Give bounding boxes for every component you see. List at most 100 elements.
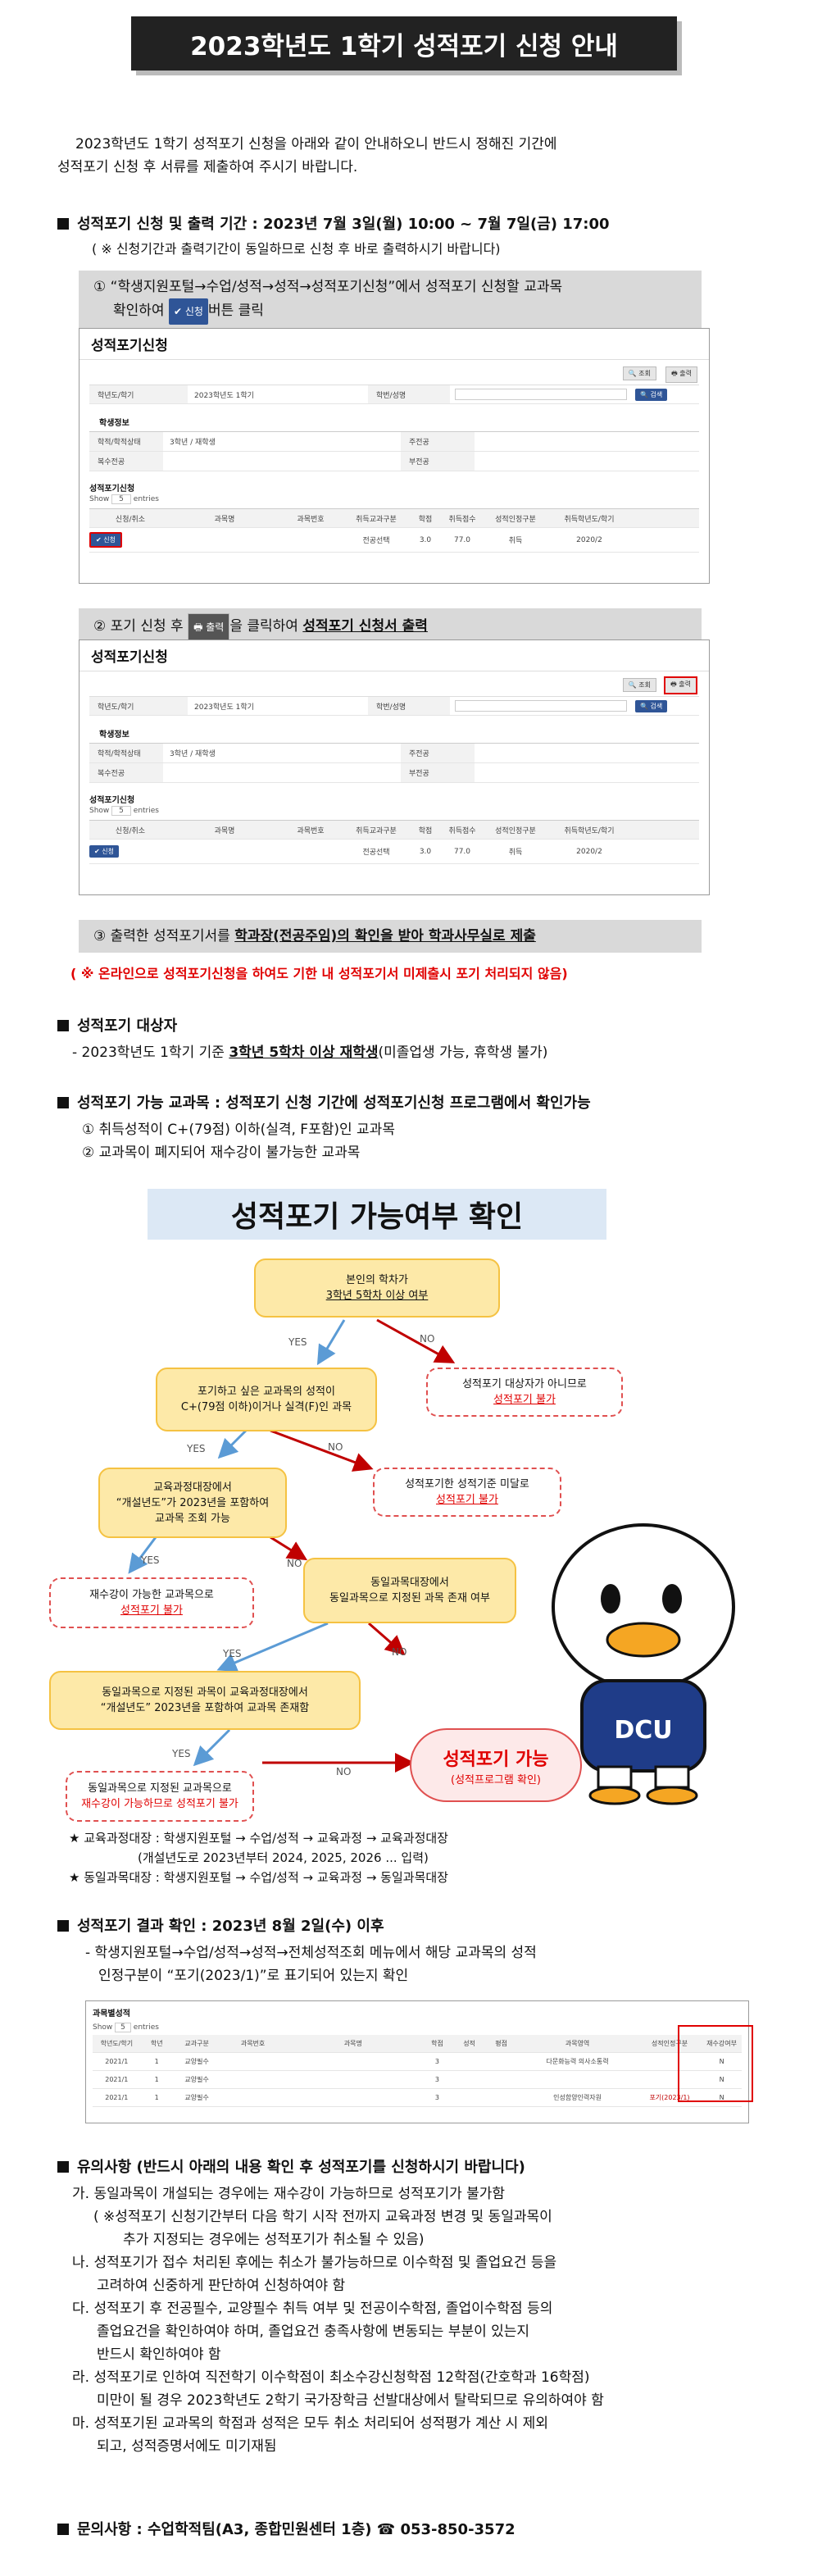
section-result-title: 성적포기 결과 확인 : 2023년 8월 2일(수) 이후 bbox=[57, 1915, 384, 1938]
square-bullet-icon bbox=[57, 1097, 69, 1108]
table-cell: 성적 bbox=[463, 2040, 475, 2047]
table-cell: 인성함양인력자원 bbox=[553, 2094, 602, 2101]
table-cell: 학년 bbox=[150, 2040, 163, 2047]
mascot-duck-icon: DCU bbox=[552, 1523, 735, 1805]
portal-screenshot-1: 성적포기신청 🔍 조회 🖶 출력 학년도/학기 2023학년도 1학기 학번/성… bbox=[79, 328, 710, 584]
square-bullet-icon bbox=[57, 1020, 69, 1031]
step1-line-1: ① “학생지원포털→수업/성적→성적→성적포기신청”에서 성적포기 신청할 교과… bbox=[93, 279, 563, 295]
table-row: 2021/1 1 교양필수 3 다문화능력 의사소통력 N bbox=[93, 2053, 742, 2071]
table-cell: 3 bbox=[434, 2094, 439, 2101]
square-bullet-icon bbox=[57, 1920, 69, 1932]
star-note-2: ★ 동일과목대장 : 학생지원포털 → 수업/성적 → 교육과정 → 동일과목대… bbox=[69, 1870, 448, 1885]
star-note-1: ★ 교육과정대장 : 학생지원포털 → 수업/성적 → 교육과정 → 교육과정대… bbox=[69, 1831, 448, 1846]
table-cell: 과목명 bbox=[343, 2040, 362, 2047]
result-line-1: - 학생지원포털→수업/성적→성적→전체성적조회 메뉴에서 해당 교과목의 성적 bbox=[85, 1945, 537, 1961]
apply-button[interactable]: ✔ 신청 bbox=[89, 532, 122, 548]
table-cell: N bbox=[719, 2058, 724, 2065]
table-cell: 1 bbox=[154, 2094, 159, 2101]
search-button[interactable]: 🔍 조회 bbox=[622, 678, 656, 692]
step3-bar: ③ 출력한 성적포기서를 학과장(전공주임)의 확인을 받아 학과사무실로 제출 bbox=[79, 920, 702, 953]
find-button[interactable]: 🔍 검색 bbox=[635, 699, 668, 712]
table-cell: N bbox=[719, 2094, 724, 2101]
intro-line-2: 성적포기 신청 후 서류를 제출하여 주시기 바랍니다. bbox=[57, 159, 358, 175]
table-cell: 3 bbox=[434, 2076, 439, 2083]
intro-paragraph: 2023학년도 1학기 성적포기 신청을 아래와 같이 안내하오니 반드시 정해… bbox=[57, 133, 770, 179]
screen-header: 성적포기신청 bbox=[79, 329, 709, 360]
table-row: 2021/1 1 교양필수 3 N bbox=[93, 2071, 742, 2089]
table-cell: 교양필수 bbox=[184, 2094, 209, 2101]
result-line-2: 인정구분이 “포기(2023/1)”로 표기되어 있는지 확인 bbox=[98, 1968, 409, 1984]
print-button[interactable]: 🖶 출력 bbox=[664, 676, 697, 694]
flow-q5: 동일과목으로 지정된 과목이 교육과정대장에서“개설년도” 2023년을 포함하… bbox=[49, 1671, 361, 1730]
student-id-input[interactable] bbox=[455, 389, 627, 400]
table-cell: 1 bbox=[154, 2058, 159, 2065]
section-period-title: 성적포기 신청 및 출력 기간 : 2023년 7월 3일(월) 10:00 ~… bbox=[57, 213, 610, 236]
student-id-input[interactable] bbox=[455, 700, 627, 712]
find-button[interactable]: 🔍 검색 bbox=[635, 388, 668, 401]
apply-button-sample: ✔ 신청 bbox=[168, 298, 208, 325]
subject-item-2: ② 교과목이 폐지되어 재수강이 불가능한 교과목 bbox=[82, 1145, 361, 1161]
page-title: 2023학년도 1학기 성적포기 신청 안내 bbox=[131, 16, 677, 71]
intro-line-1: 2023학년도 1학기 성적포기 신청을 아래와 같이 안내하오니 반드시 정해… bbox=[75, 136, 557, 152]
table-cell: 평점 bbox=[495, 2040, 508, 2047]
table-cell: N bbox=[719, 2076, 724, 2083]
apply-button[interactable]: ✔ 신청 bbox=[89, 845, 119, 858]
table-cell: 학점 bbox=[431, 2040, 443, 2047]
square-bullet-icon bbox=[57, 218, 69, 230]
table-cell: 재수강여부 bbox=[706, 2040, 737, 2047]
flowchart-title: 성적포기 가능여부 확인 bbox=[148, 1189, 606, 1240]
table-cell: 과목번호 bbox=[240, 2040, 266, 2047]
flow-result-ok: 성적포기 가능 (성적프로그램 확인) bbox=[410, 1728, 582, 1802]
table-cell: 학년도/학기 bbox=[100, 2040, 134, 2047]
star-note-1b: (개설년도로 2023년부터 2024, 2025, 2026 ... 입력) bbox=[138, 1850, 429, 1865]
table-cell: 과목영역 bbox=[565, 2040, 590, 2047]
table-cell: 2021/1 bbox=[105, 2094, 129, 2101]
flowchart-arrows bbox=[128, 1318, 456, 1773]
table-row: 2021/1 1 교양필수 3 인성함양인력자원 포기(2023/1) N bbox=[93, 2089, 742, 2107]
print-button-sample: 🖶 출력 bbox=[188, 613, 230, 641]
table-header-row: 학년도/학기 학년 교과구분 과목번호 과목명 학점 성적 평점 과목영역 성적인정구분 재수강여부 bbox=[93, 2035, 742, 2053]
table-cell: 2021/1 bbox=[105, 2058, 129, 2065]
warning-text: ( ※ 온라인으로 성적포기신청을 하여도 기한 내 성적포기서 미제출시 포기… bbox=[70, 966, 568, 981]
target-line: - 2023학년도 1학기 기준 3학년 5학차 이상 재학생(미졸업생 가능,… bbox=[72, 1045, 548, 1061]
subject-item-1: ① 취득성적이 C+(79점) 이하(실격, F포함)인 교과목 bbox=[82, 1122, 395, 1138]
period-note: ( ※ 신청기간과 출력기간이 동일하므로 신청 후 바로 출력하시기 바랍니다… bbox=[92, 241, 501, 257]
search-button[interactable]: 🔍 조회 bbox=[622, 366, 656, 380]
table-cell: 3 bbox=[434, 2058, 439, 2065]
table-cell: 교양필수 bbox=[184, 2058, 209, 2065]
table-cell: 교과구분 bbox=[184, 2040, 209, 2047]
section-subjects-title: 성적포기 가능 교과목 : 성적포기 신청 기간에 성적포기신청 프로그램에서 … bbox=[57, 1092, 591, 1115]
table-cell: 교양필수 bbox=[184, 2076, 209, 2083]
mascot-label: DCU bbox=[614, 1716, 672, 1745]
table-cell: 2021/1 bbox=[105, 2076, 129, 2083]
table-cell: 성적인정구분 bbox=[651, 2040, 688, 2047]
result-highlight-box bbox=[678, 2025, 753, 2102]
caution-list: 가. 동일과목이 개설되는 경우에는 재수강이 가능하므로 성적포기가 불가함 … bbox=[72, 2186, 604, 2455]
step1-bar: ① “학생지원포털→수업/성적→성적→성적포기신청”에서 성적포기 신청할 교과… bbox=[79, 271, 702, 328]
section-caution-title: 유의사항 (반드시 아래의 내용 확인 후 성적포기를 신청하시기 바랍니다) bbox=[57, 2156, 525, 2179]
contact-line: 문의사항 : 수업학적팀(A3, 종합민원센터 1층) ☎ 053-850-35… bbox=[57, 2519, 516, 2542]
portal-screenshot-2: 성적포기신청 🔍 조회 🖶 출력 학년도/학기 2023학년도 1학기 학번/성… bbox=[79, 639, 710, 895]
table-cell: 포기(2023/1) bbox=[649, 2094, 690, 2101]
section-target-title: 성적포기 대상자 bbox=[57, 1015, 177, 1038]
print-button[interactable]: 🖶 출력 bbox=[665, 366, 697, 383]
square-bullet-icon bbox=[57, 2524, 69, 2535]
table-cell: 다문화능력 의사소통력 bbox=[546, 2058, 609, 2065]
square-bullet-icon bbox=[57, 2161, 69, 2173]
table-cell: 1 bbox=[154, 2076, 159, 2083]
